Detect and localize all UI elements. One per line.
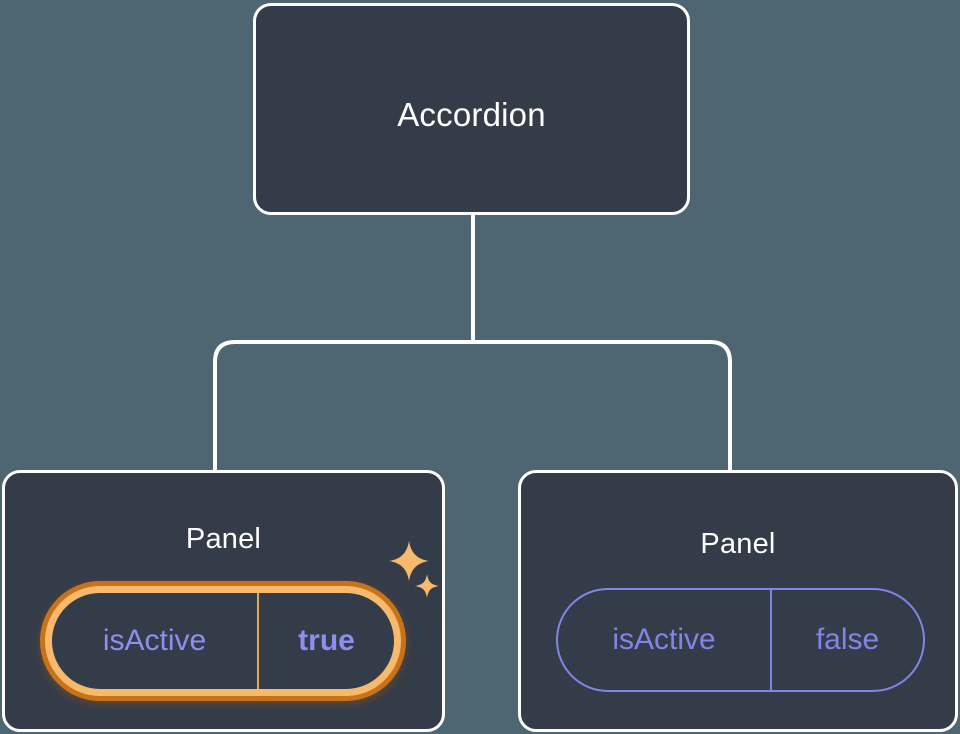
prop-key-label: isActive [558,590,772,690]
edge-branch-bar [213,340,732,470]
prop-value-label: true [298,624,355,657]
prop-value-label: false [815,623,880,656]
node-accordion-title: Accordion [397,96,546,133]
prop-pill-isactive-false[interactable]: isActive false [556,588,925,692]
node-accordion[interactable]: Accordion [253,3,690,215]
prop-key-label: isActive [52,593,259,689]
prop-pill-isactive-true[interactable]: isActive true [45,586,401,696]
node-panel-right-title: Panel [700,528,776,560]
node-panel-left-title: Panel [185,523,262,555]
